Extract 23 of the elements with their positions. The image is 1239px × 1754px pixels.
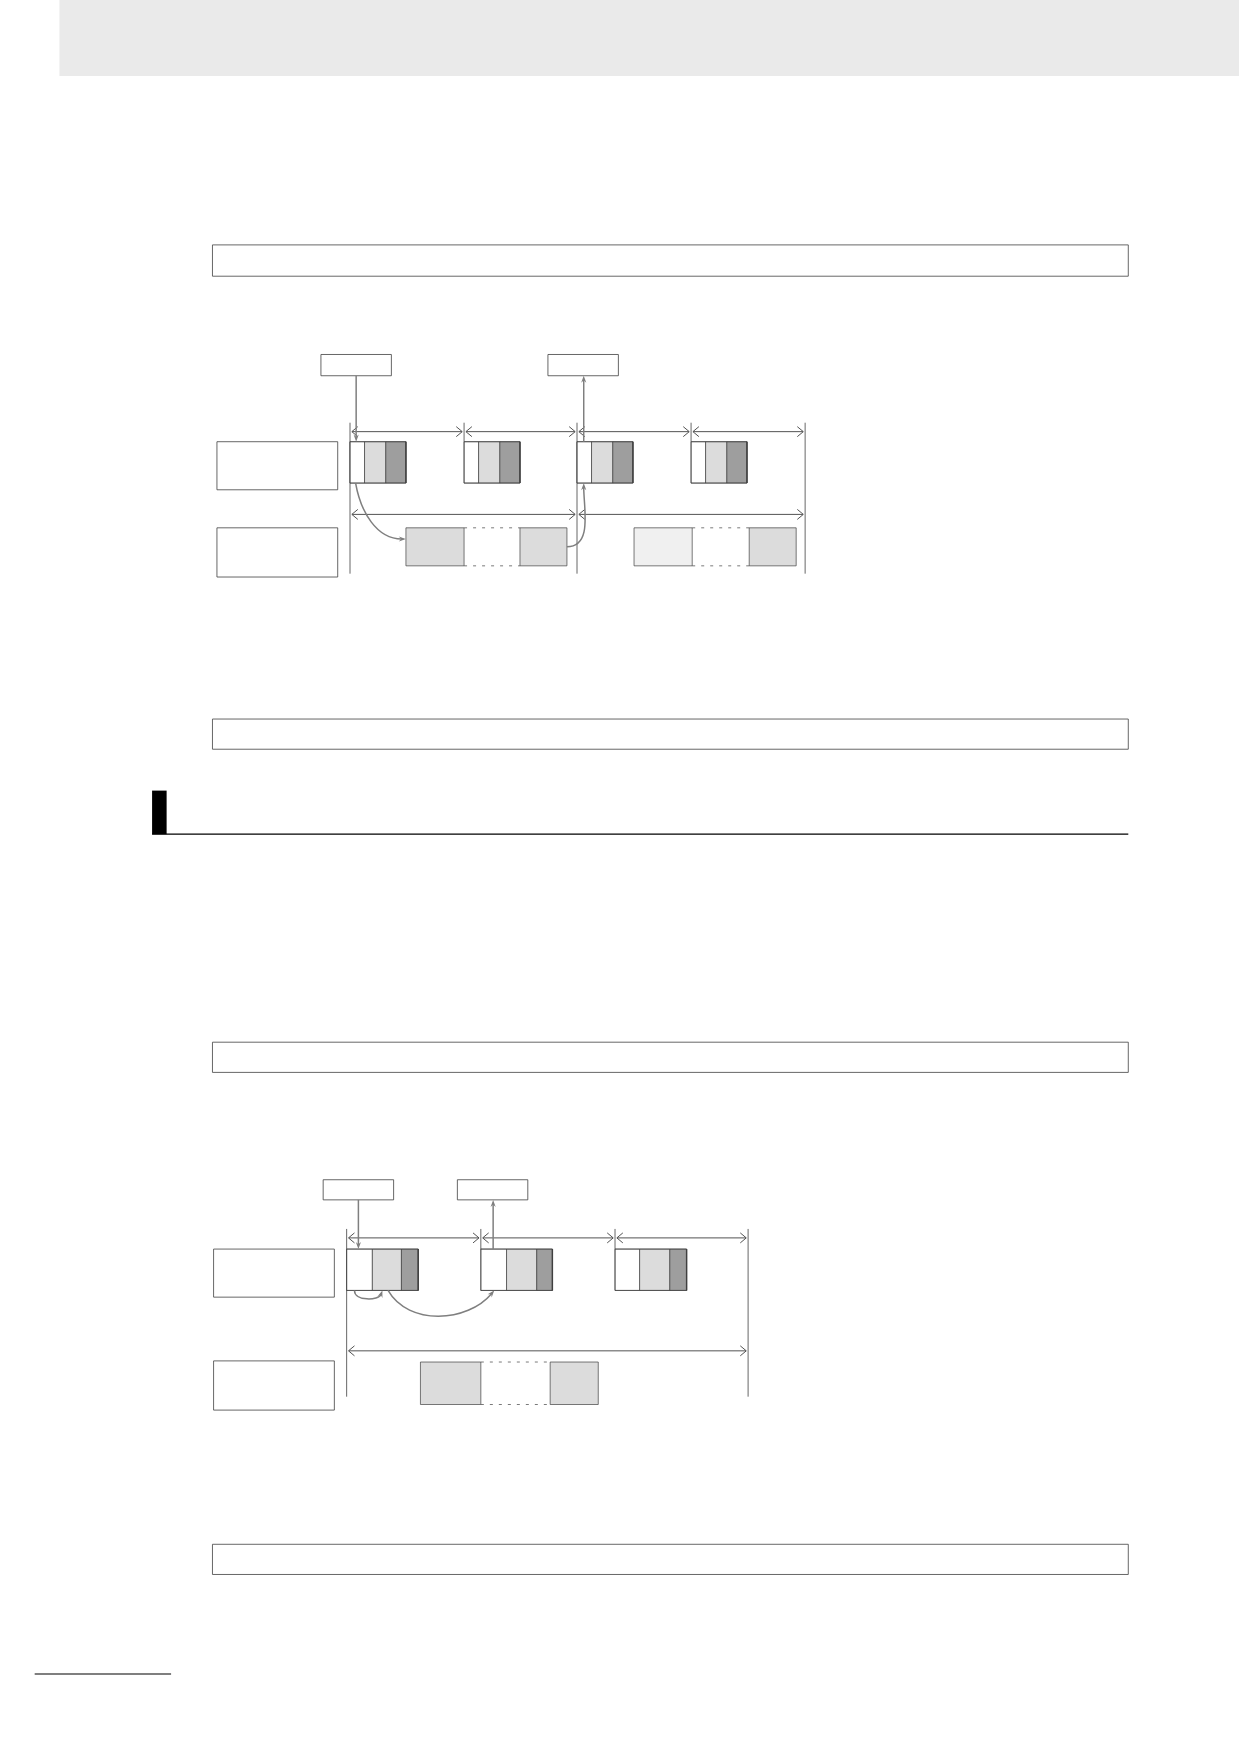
empty-box (322, 1179, 394, 1201)
segmented-bar (349, 441, 407, 484)
empty-box (213, 1248, 335, 1298)
segmented-bar (614, 1248, 688, 1292)
empty-box (216, 527, 339, 578)
empty-box (456, 1179, 529, 1201)
empty-box (547, 354, 619, 377)
segmented-bar (633, 527, 797, 567)
segmented-bar (463, 441, 521, 484)
segmented-bar (420, 1361, 599, 1405)
empty-box (212, 1543, 1129, 1575)
segmented-bar (346, 1248, 419, 1292)
empty-box (216, 441, 339, 491)
segmented-bar (690, 441, 748, 484)
empty-box (213, 1360, 335, 1411)
empty-box (212, 718, 1129, 750)
empty-box (320, 354, 392, 377)
empty-box (212, 1041, 1129, 1073)
arrow (353, 1289, 383, 1300)
empty-box (212, 244, 1129, 277)
segmented-bar (480, 1248, 554, 1292)
segmented-bar (405, 527, 568, 567)
segmented-bar (576, 441, 634, 484)
